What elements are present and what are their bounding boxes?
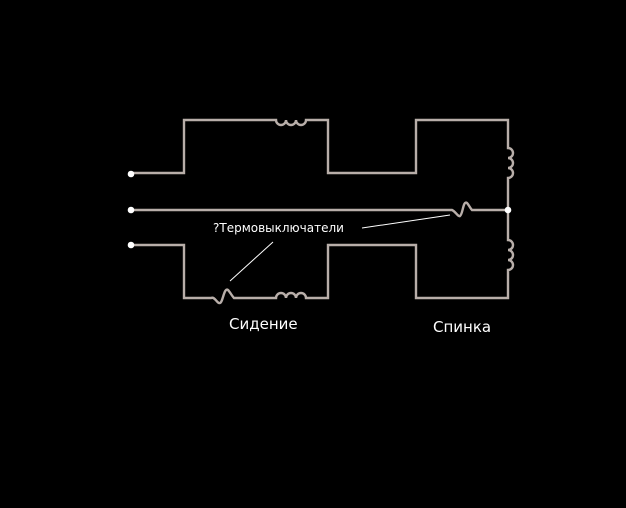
terminal-top xyxy=(127,170,135,178)
bottom-circuit-wire xyxy=(131,210,515,305)
junction-right xyxy=(504,206,512,214)
common-wire xyxy=(131,201,508,218)
top-circuit-wire xyxy=(131,118,515,210)
pointer-line-seat-switch xyxy=(229,241,274,282)
pointer-line-back-switch xyxy=(361,214,451,229)
thermal-switches-label: ?Термовыключатели xyxy=(213,221,344,235)
seat-label: Сидение xyxy=(229,315,298,333)
terminal-middle xyxy=(127,206,135,214)
terminal-bottom xyxy=(127,241,135,249)
back-label: Спинка xyxy=(433,318,491,336)
